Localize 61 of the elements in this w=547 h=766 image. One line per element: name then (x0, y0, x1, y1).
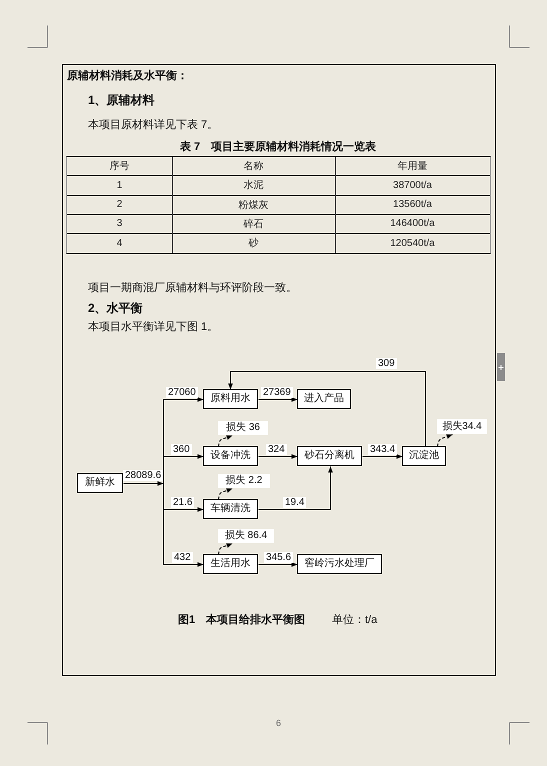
edge-label: 343.4 (368, 444, 398, 455)
table-header-cell: 年用量 (335, 156, 491, 176)
paragraph: 本项目水平衡详见下图 1。 (88, 320, 218, 334)
process-box: 车辆清洗 (203, 499, 258, 519)
table-cell: 13560t/a (335, 195, 491, 215)
process-box: 生活用水 (203, 554, 258, 574)
loss-label: 损失 36 (218, 421, 268, 435)
process-box: 砂石分离机 (297, 446, 362, 466)
edge-label: 27060 (166, 387, 198, 398)
table-cell: 4 (66, 233, 173, 254)
edge-label: 360 (171, 444, 192, 455)
arrow (437, 434, 453, 447)
subheading: 1、原辅材料 (88, 93, 155, 107)
paragraph: 项目一期商混厂原辅材料与环评阶段一致。 (88, 281, 297, 295)
table-cell: 水泥 (172, 175, 336, 196)
table-header-cell: 序号 (66, 156, 173, 176)
edge-label: 309 (376, 358, 397, 369)
arrow (218, 435, 233, 447)
loss-label: 损失 2.2 (218, 474, 270, 488)
table-cell: 1 (66, 175, 173, 196)
arrow (362, 454, 403, 459)
process-box: 沉淀池 (402, 446, 446, 466)
arrow (258, 562, 298, 567)
page-number: 6 (276, 717, 282, 730)
process-box: 设备冲洗 (203, 446, 258, 466)
unit-note: 单位：t/a (332, 613, 378, 627)
paragraph: 本项目原材料详见下表 7。 (88, 118, 218, 132)
process-box: 原料用水 (203, 389, 258, 409)
arrow (258, 466, 333, 510)
table-cell: 2 (66, 195, 173, 215)
loss-label: 损失 86.4 (218, 529, 274, 543)
edge-label: 432 (172, 552, 193, 563)
subheading: 2、水平衡 (88, 301, 143, 315)
table-cell: 120540t/a (335, 233, 491, 254)
edge-label: 19.4 (283, 497, 306, 508)
edge-label: 27369 (261, 387, 293, 398)
table-header-cell: 名称 (172, 156, 336, 176)
arrow (228, 371, 426, 447)
arrow (123, 481, 164, 486)
section-heading: 原辅材料消耗及水平衡： (67, 69, 188, 83)
arrow (218, 543, 233, 555)
table-cell: 粉煤灰 (172, 195, 336, 215)
figure-caption: 图1 本项目给排水平衡图 (178, 613, 306, 627)
table-cell: 38700t/a (335, 175, 491, 196)
edge-label: 345.6 (264, 552, 294, 563)
table-cell: 3 (66, 214, 173, 234)
arrow (163, 483, 204, 567)
table-cell: 碎石 (172, 214, 336, 234)
table-title: 表 7 项目主要原辅材料消耗情况一览表 (180, 140, 376, 154)
arrow (258, 397, 298, 402)
arrow (218, 488, 233, 500)
table-cell: 146400t/a (335, 214, 491, 234)
process-box: 新鲜水 (77, 473, 123, 493)
edge-label: 324 (266, 444, 287, 455)
loss-label: 损失34.4 (437, 419, 487, 434)
arrow (258, 454, 298, 459)
edge-label: 21.6 (171, 497, 194, 508)
flow-value: 28089.6 (123, 470, 164, 481)
process-box: 进入产品 (297, 389, 351, 409)
table-cell: 砂 (172, 233, 336, 254)
process-box: 窖岭污水处理厂 (297, 554, 382, 574)
